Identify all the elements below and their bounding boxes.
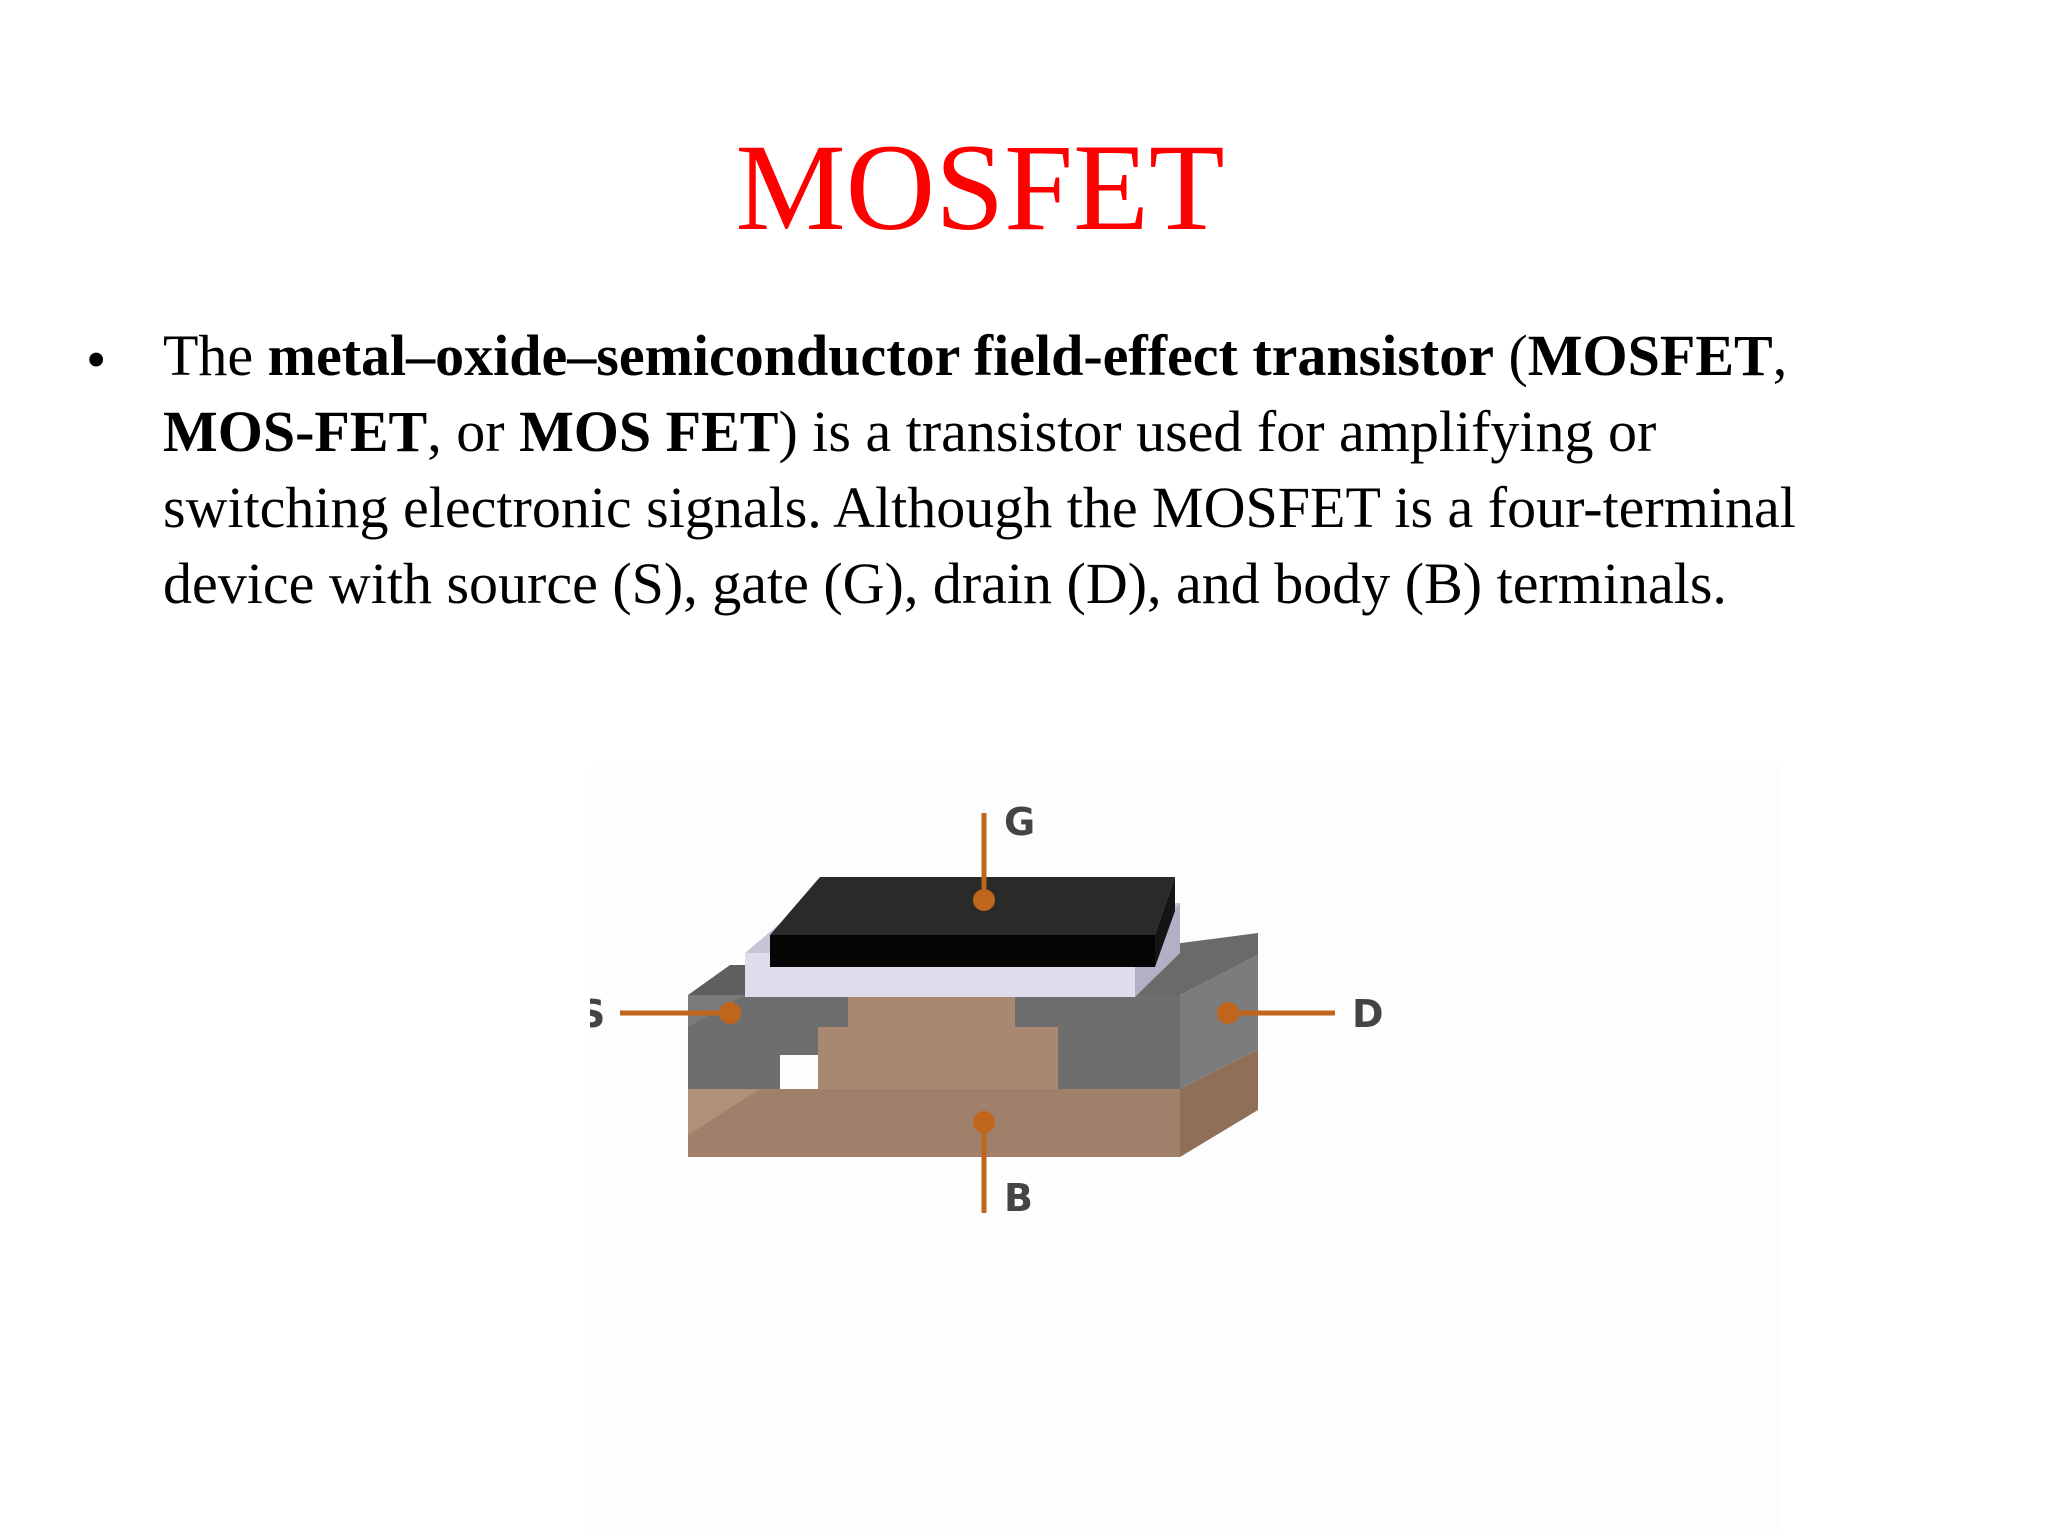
text-run: The <box>163 323 268 388</box>
substrate-side <box>1180 1049 1258 1157</box>
mosfet-diagram: G S D B <box>590 765 1780 1535</box>
text-run: , or <box>427 399 520 464</box>
channel-region <box>818 995 1058 1089</box>
term-abbrev-mosfet: MOSFET <box>1527 323 1773 388</box>
gate-front <box>770 935 1155 967</box>
source-label: S <box>590 992 605 1036</box>
term-abbrev-mos-fet: MOS-FET <box>163 399 428 464</box>
text-run: ( <box>1493 323 1528 388</box>
mosfet-structure-illustration: G S D B <box>590 800 1384 1220</box>
drain-contact <box>1217 1002 1239 1024</box>
substrate-front-shade <box>688 1089 760 1135</box>
substrate-front <box>688 1089 1180 1157</box>
body-contact <box>973 1111 995 1133</box>
gate-label: G <box>1004 800 1035 844</box>
source-contact <box>719 1002 741 1024</box>
term-full-name: metal–oxide–semiconductor field-effect t… <box>267 323 1494 388</box>
term-abbrev-mos-fet-spaced: MOS FET <box>519 399 779 464</box>
drain-label: D <box>1352 992 1384 1036</box>
gate-top <box>770 877 1175 935</box>
text-run: , <box>1772 323 1788 388</box>
slide-title: MOSFET <box>735 119 1225 256</box>
gate-contact <box>973 889 995 911</box>
bullet-paragraph: The metal–oxide–semiconductor field-effe… <box>163 318 1883 622</box>
gate-side <box>1155 877 1175 967</box>
text-run: ) is a transistor used for amplifying or… <box>163 399 1796 616</box>
bullet-marker: • <box>86 327 107 392</box>
drain-side <box>1180 955 1258 1089</box>
drain-region <box>1015 995 1180 1089</box>
body-label: B <box>1004 1176 1033 1220</box>
